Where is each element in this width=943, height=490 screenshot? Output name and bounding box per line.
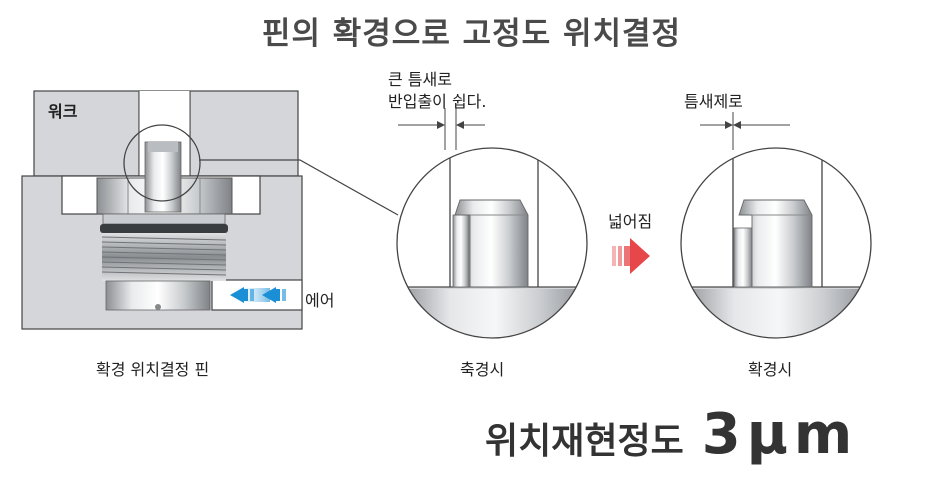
large-gap-label-line1: 큰 틈새로 (388, 70, 452, 89)
caption-right: 확경시 (748, 360, 793, 379)
caption-middle: 축경시 (460, 360, 505, 379)
magnify-circle (123, 124, 201, 202)
precision-label: 위치재현정도 (485, 421, 684, 462)
caption-left: 확경 위치결정 핀 (96, 360, 210, 379)
no-gap-label: 틈새제로 (684, 92, 743, 111)
expand-label: 넓어짐 (608, 212, 653, 231)
workpiece-label: 워크 (48, 102, 78, 121)
right-detail (680, 112, 872, 339)
middle-detail (396, 108, 588, 339)
left-section (21, 90, 399, 330)
locating-pin (144, 141, 182, 213)
large-gap-label-line2: 반입출이 쉽다. (388, 92, 487, 111)
precision-value: 3μm (701, 402, 859, 467)
precision-statement: 위치재현정도 3μm (485, 402, 858, 467)
expand-arrow-icon (612, 238, 650, 274)
air-arrow-icon (230, 287, 286, 303)
page-title: 핀의 확경으로 고정도 위치결정 (261, 16, 682, 52)
air-label: 에어 (305, 291, 335, 310)
